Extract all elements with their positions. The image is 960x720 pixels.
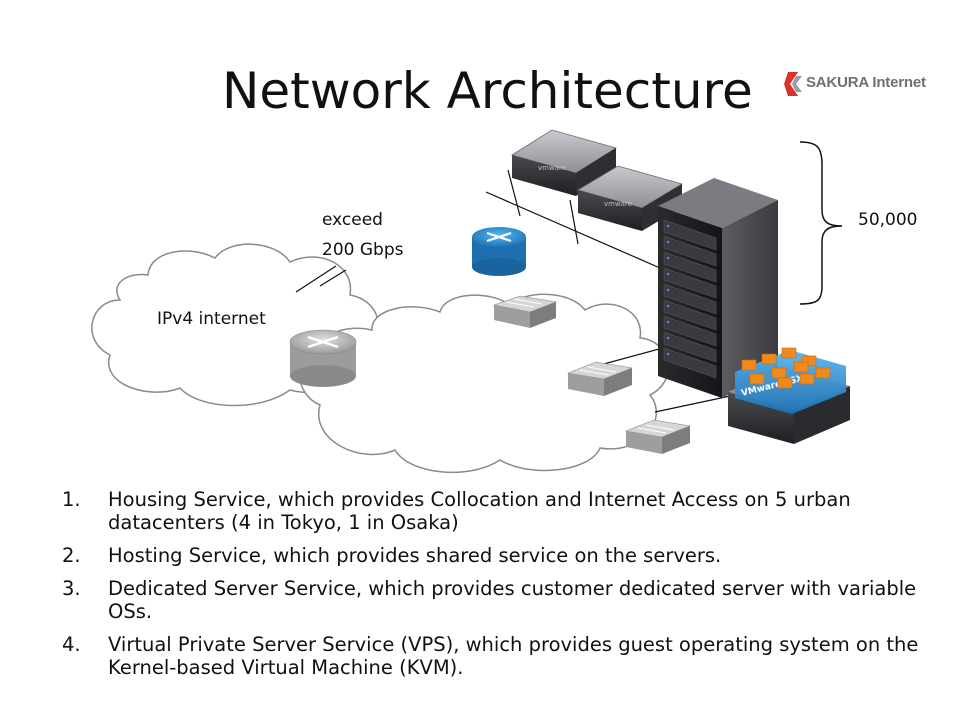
list-item-number: 3. xyxy=(62,577,81,600)
server-count-label: 50,000 xyxy=(858,210,918,230)
list-item: 4. Virtual Private Server Service (VPS),… xyxy=(62,633,942,679)
switch-icon-1 xyxy=(492,295,558,328)
ipv4-internet-label: IPv4 internet xyxy=(157,309,266,329)
router-gray-icon xyxy=(289,329,357,387)
router-blue-icon xyxy=(472,227,526,276)
list-item-text: Housing Service, which provides Collocat… xyxy=(108,488,851,534)
datacenter-network-cloud xyxy=(298,293,669,474)
sakura-logo-text: SAKURA Internet xyxy=(806,74,926,91)
bandwidth-label-line1: exceed xyxy=(322,210,383,230)
list-item: 3. Dedicated Server Service, which provi… xyxy=(62,577,942,623)
list-item-number: 1. xyxy=(62,488,81,511)
vmware-esx-host: VMware ESX xyxy=(728,347,850,444)
list-item: 2. Hosting Service, which provides share… xyxy=(62,544,942,567)
switch-icon-3 xyxy=(624,419,692,454)
server-rack-icon xyxy=(658,178,778,398)
server-count-brace xyxy=(799,141,843,305)
sakura-logo-mark xyxy=(784,72,802,96)
bandwidth-label-line2: 200 Gbps xyxy=(322,240,404,260)
network-links xyxy=(295,169,736,413)
service-list: 1. Housing Service, which provides Collo… xyxy=(62,488,942,689)
vmware-server-2-brand: vmware xyxy=(604,200,632,208)
list-item-text: Hosting Service, which provides shared s… xyxy=(108,544,722,567)
list-item-number: 2. xyxy=(62,544,81,567)
list-item-text: Virtual Private Server Service (VPS), wh… xyxy=(108,633,919,679)
list-item-number: 4. xyxy=(62,633,81,656)
slide-title: Network Architecture xyxy=(222,62,753,120)
list-item-text: Dedicated Server Service, which provides… xyxy=(108,577,917,623)
vmware-server-1-brand: vmware xyxy=(538,164,566,172)
list-item: 1. Housing Service, which provides Collo… xyxy=(62,488,942,534)
vmware-server-1: vmware xyxy=(511,129,617,196)
switch-icon-2 xyxy=(566,361,634,396)
